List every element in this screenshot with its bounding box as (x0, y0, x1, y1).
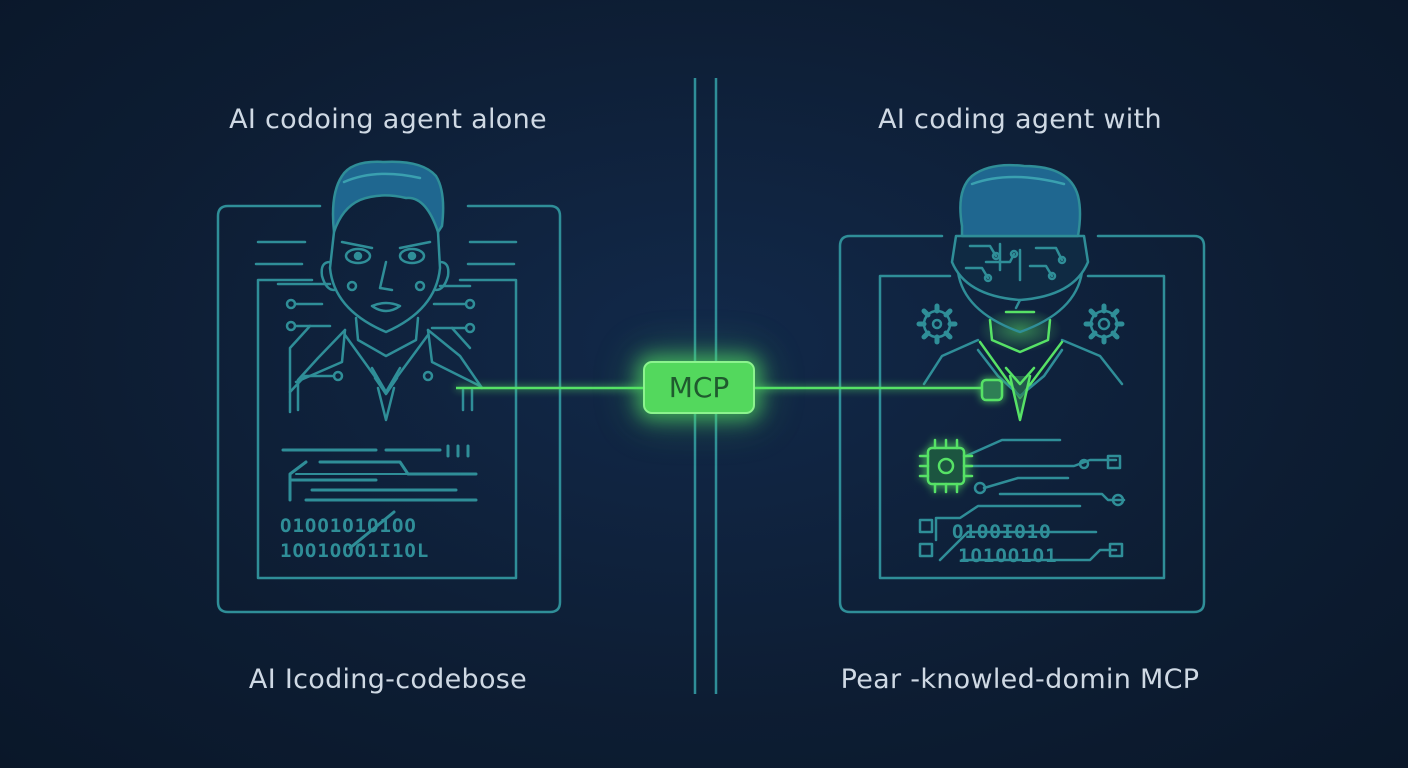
svg-text:O1OOIO1O: O1OOIO1O (952, 521, 1052, 543)
left-inner-frame (256, 278, 518, 580)
svg-text:1OO1OOO1I1OL: 1OO1OOO1I1OL (280, 540, 429, 562)
gear-icon (916, 303, 958, 345)
right-panel-title: AI coding agent with (878, 104, 1162, 135)
gear-icon (1083, 303, 1125, 345)
right-code-block: O1OOIO1O 1O1OO1O1 (918, 438, 1126, 567)
right-inner-frame (878, 274, 1166, 580)
right-outer-frame (838, 234, 1206, 614)
left-panel-title: AI codoing agent alone (229, 104, 547, 135)
svg-text:O1OO1O1O1OO: O1OO1O1O1OO (280, 515, 417, 537)
left-panel: O1OO1O1O1OO 1OO1OOO1I1OL (216, 160, 562, 614)
left-outer-frame (216, 204, 562, 614)
human-agent-icon (294, 160, 484, 422)
mcp-connector-badge: MCP (643, 361, 755, 414)
left-panel-caption: AI Icoding-codebose (248, 664, 528, 695)
left-code-block: O1OO1O1O1OO 1OO1OOO1I1OL (280, 444, 478, 562)
mcp-connector-line (456, 378, 1004, 402)
chip-icon (918, 438, 974, 494)
right-panel: O1OOIO1O 1O1OO1O1 (838, 163, 1206, 614)
svg-text:1O1OO1O1: 1O1OO1O1 (958, 545, 1058, 567)
right-panel-caption: Pear -knowled-domin MCP (840, 664, 1200, 695)
cyborg-agent-icon (922, 163, 1124, 422)
